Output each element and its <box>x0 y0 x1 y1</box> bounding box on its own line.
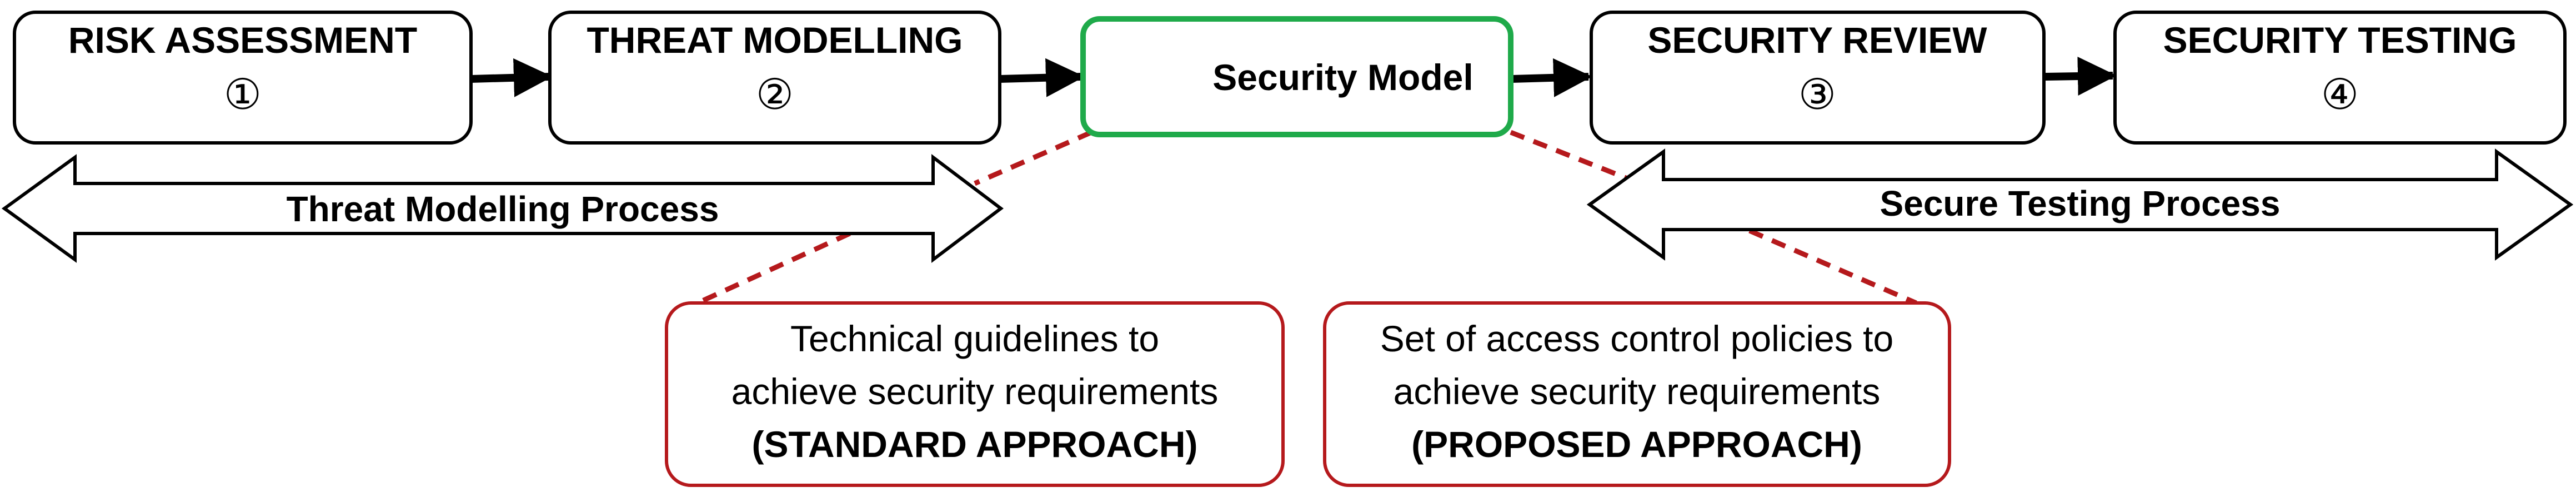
stage-risk-assessment: RISK ASSESSMENT ① <box>13 11 473 145</box>
note-line: Technical guidelines to <box>790 318 1159 359</box>
flow-arrow-1-2 <box>470 58 553 97</box>
stage-title: SECURITY TESTING <box>2163 19 2517 61</box>
note-proposed-approach: Set of access control policies to achiev… <box>1323 301 1951 487</box>
threat-modelling-process-arrow: Threat Modelling Process <box>1 153 1004 264</box>
note-line: achieve security requirements <box>1394 371 1881 412</box>
stage-security-review: SECURITY REVIEW ③ <box>1590 11 2046 145</box>
stage-title: THREAT MODELLING <box>587 19 963 61</box>
threat-process-label: Threat Modelling Process <box>287 189 719 229</box>
note-approach-label: (STANDARD APPROACH) <box>752 424 1198 465</box>
center-security-model: Security Model <box>1080 16 1513 137</box>
note-line: achieve security requirements <box>731 371 1219 412</box>
note-standard-approach: Technical guidelines to achieve security… <box>665 301 1285 487</box>
stage-title: RISK ASSESSMENT <box>68 19 417 61</box>
center-title: Security Model <box>1212 57 1473 98</box>
stage-title: SECURITY REVIEW <box>1647 19 1987 61</box>
connector-testing-process-to-proposed <box>1748 228 1917 306</box>
connector-threat-process-to-standard <box>690 231 851 309</box>
stage-number: ③ <box>1798 71 1836 118</box>
stage-number: ② <box>756 71 794 118</box>
connector-center-to-testing-process <box>1510 130 1634 183</box>
flow-arrow-3-4 <box>2043 57 2117 96</box>
note-approach-label: (PROPOSED APPROACH) <box>1411 424 1862 465</box>
secure-testing-process-arrow: Secure Testing Process <box>1586 148 2574 261</box>
connector-center-to-threat-process <box>974 130 1092 186</box>
stage-threat-modelling: THREAT MODELLING ② <box>548 11 1001 145</box>
stage-security-testing: SECURITY TESTING ④ <box>2113 11 2567 145</box>
flow-arrow-2-center <box>999 58 1085 97</box>
note-line: Set of access control policies to <box>1380 318 1893 359</box>
stage-number: ① <box>224 71 262 118</box>
flow-arrow-center-3 <box>1511 58 1592 97</box>
stage-number: ④ <box>2321 71 2359 118</box>
testing-process-label: Secure Testing Process <box>1880 183 2281 223</box>
